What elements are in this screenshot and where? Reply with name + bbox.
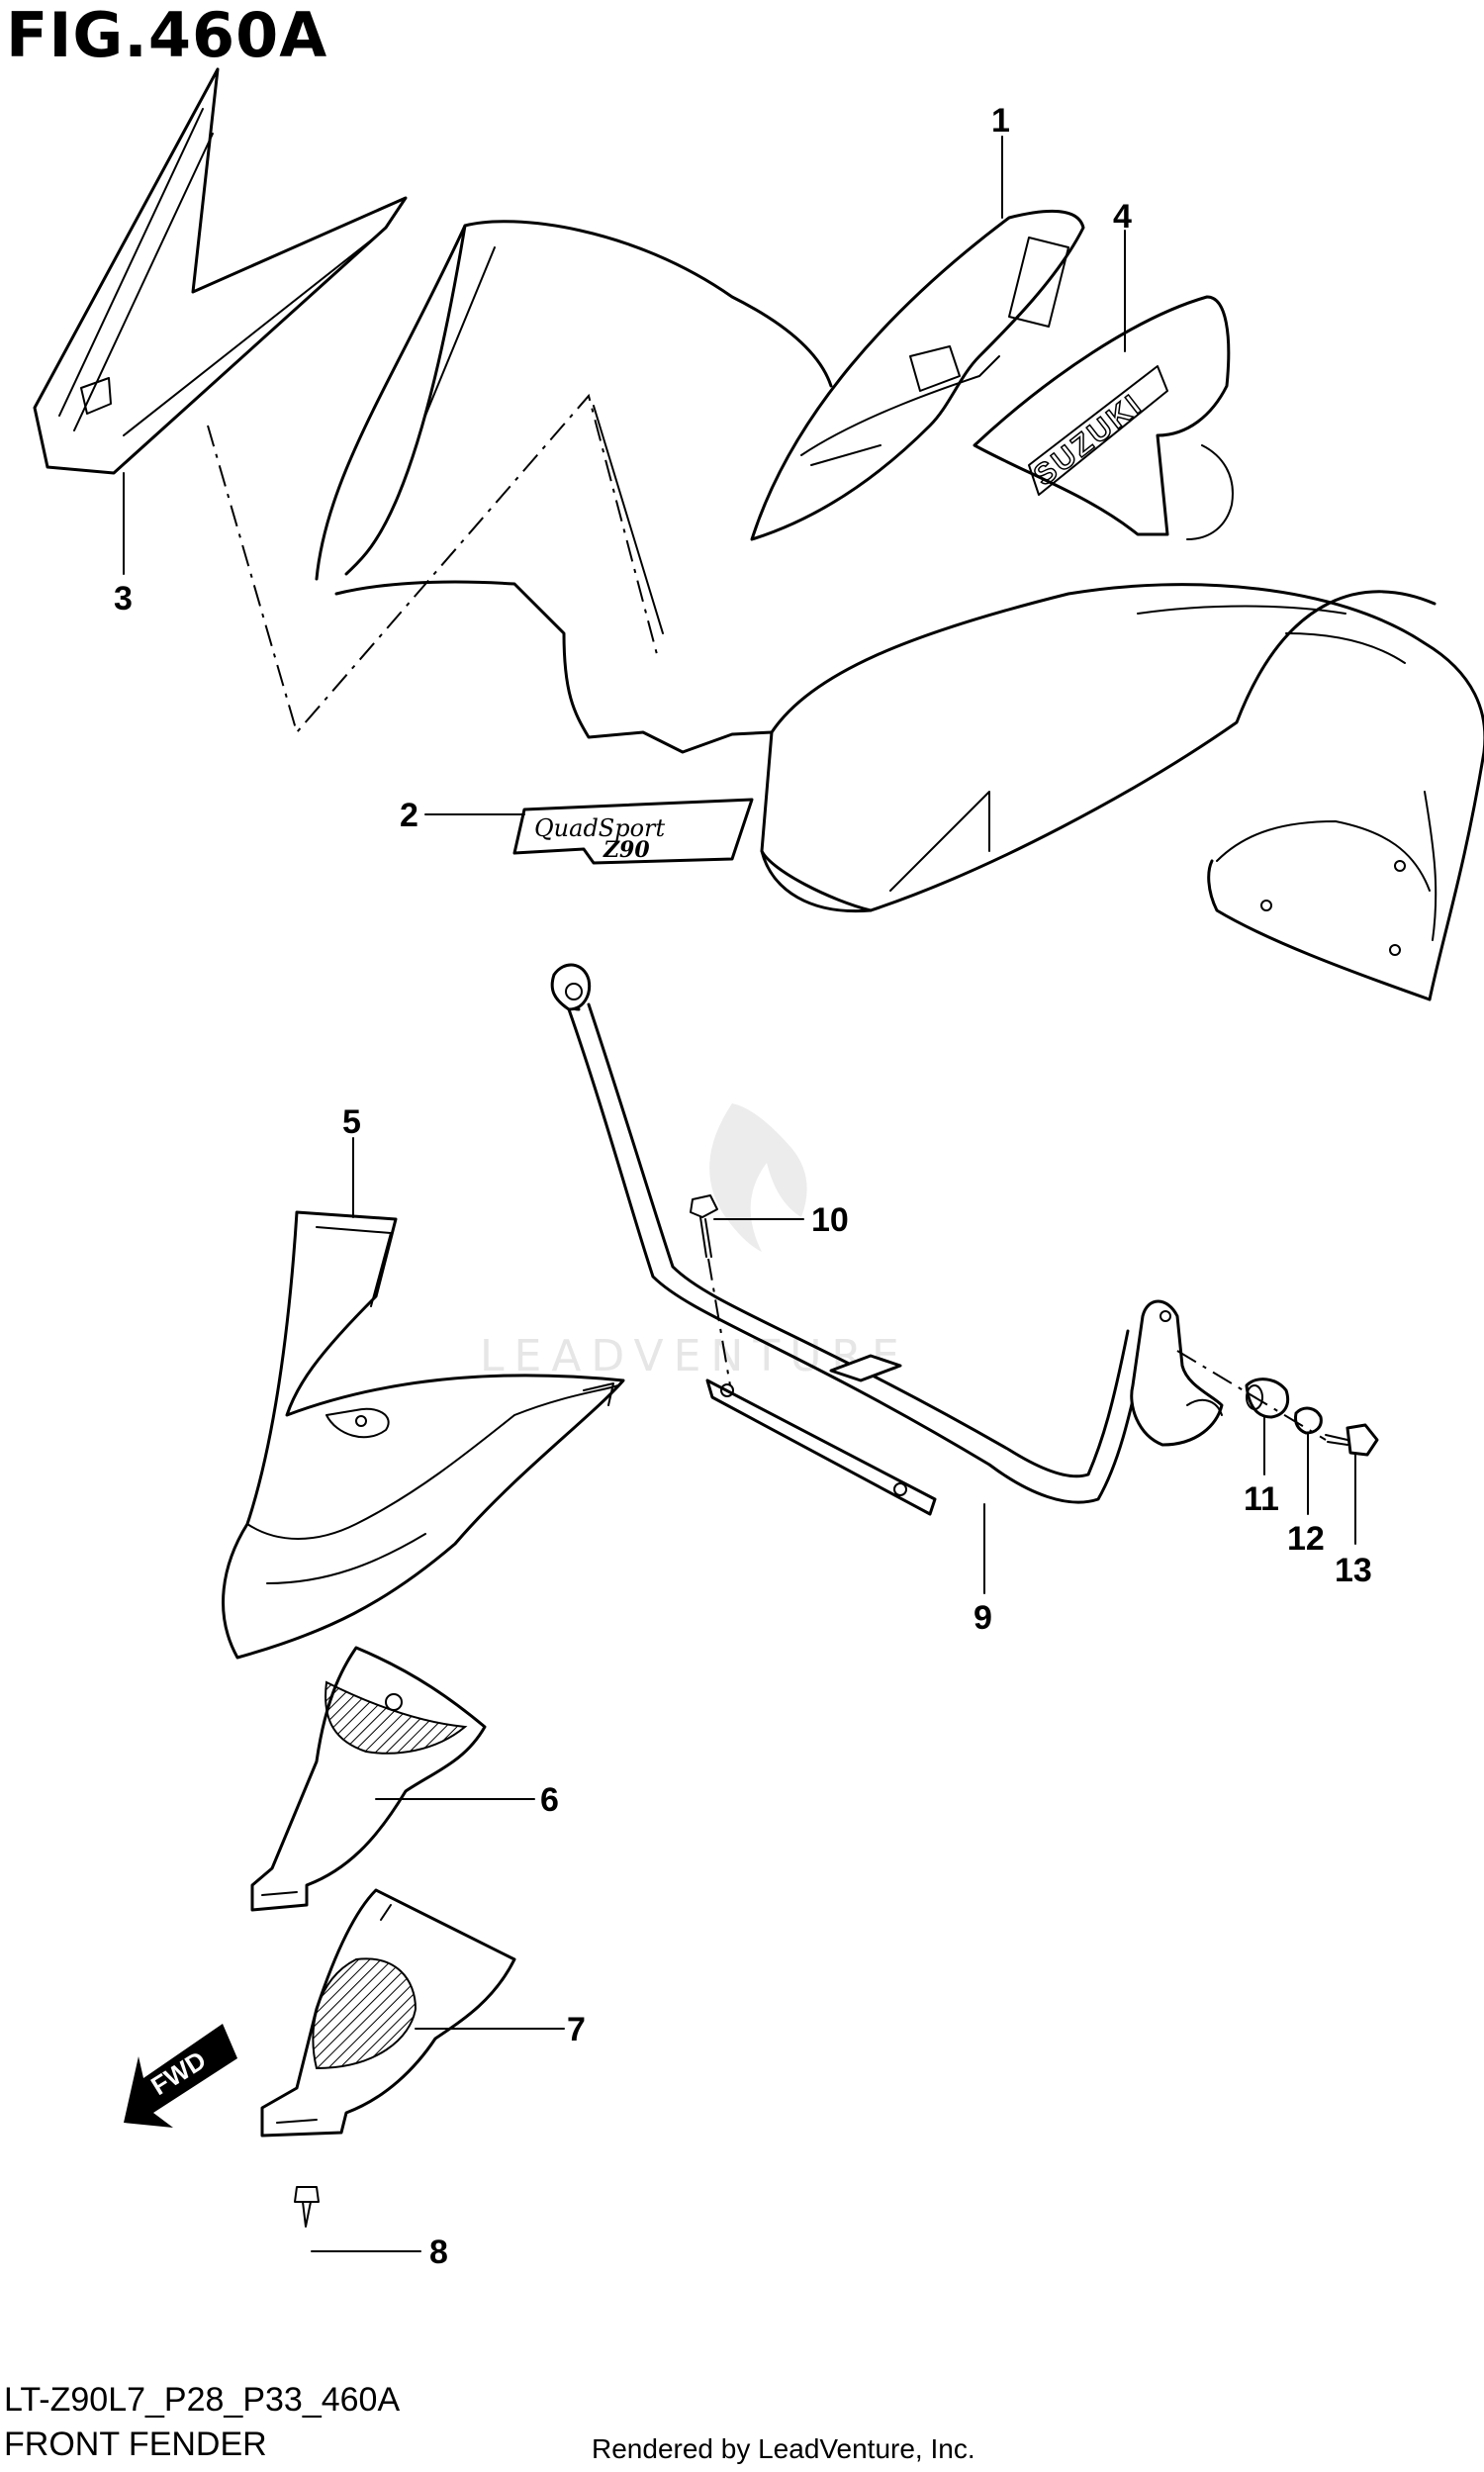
callout-1: 1 [991, 102, 1010, 140]
callout-11: 11 [1244, 1480, 1279, 1518]
watermark: LEADVENTURE [480, 1103, 909, 1381]
figure-title: FIG.460A [6, 0, 328, 71]
screw-part-8 [294, 2186, 320, 2228]
brand-decal-part-4: SUZUKI [973, 295, 1234, 540]
leader-lines [123, 136, 1356, 2252]
callout-8: 8 [429, 2234, 448, 2271]
model-decal-part-2: QuadSport Z90 [512, 798, 754, 865]
callout-5: 5 [342, 1103, 361, 1141]
callout-10: 10 [811, 1201, 849, 1239]
watermark-text: LEADVENTURE [480, 1331, 909, 1381]
collar-part-12 [1294, 1406, 1323, 1435]
callout-4: 4 [1113, 198, 1132, 236]
render-credit: Rendered by LeadVenture, Inc. [592, 2433, 975, 2464]
bolt-part-13 [1325, 1423, 1379, 1457]
side-decal-part-3 [33, 67, 408, 475]
model-decal-line-1: QuadSport [534, 814, 666, 842]
inner-cover-part-6 [250, 1646, 487, 1912]
grommet-part-11 [1245, 1378, 1290, 1419]
inner-cover-part-7 [260, 1888, 516, 2138]
callout-7: 7 [567, 2011, 586, 2048]
figure-name: FRONT FENDER [4, 2425, 267, 2463]
fwd-arrow-icon: FWD [124, 2024, 237, 2128]
figure-code: LT-Z90L7_P28_P33_460A [4, 2381, 401, 2419]
headlight-housing-part-1 [750, 209, 1085, 541]
model-decal-line-2: Z90 [603, 837, 650, 863]
callout-3: 3 [114, 580, 133, 618]
callout-12: 12 [1287, 1520, 1325, 1558]
flame-logo-icon [709, 1103, 807, 1252]
fender-bracket-part-9 [550, 963, 1224, 1516]
callout-9: 9 [974, 1599, 992, 1637]
suzuki-s-logo-icon [80, 377, 112, 415]
front-cover-part-5 [222, 1210, 625, 1660]
callout-2: 2 [400, 797, 418, 834]
front-fender-body [207, 220, 1484, 1001]
callout-labels: 1 2 3 4 5 6 7 8 9 10 11 12 13 [114, 102, 1372, 2271]
callout-13: 13 [1335, 1552, 1372, 1589]
callout-6: 6 [540, 1781, 559, 1819]
bolt-part-10 [690, 1194, 731, 1386]
